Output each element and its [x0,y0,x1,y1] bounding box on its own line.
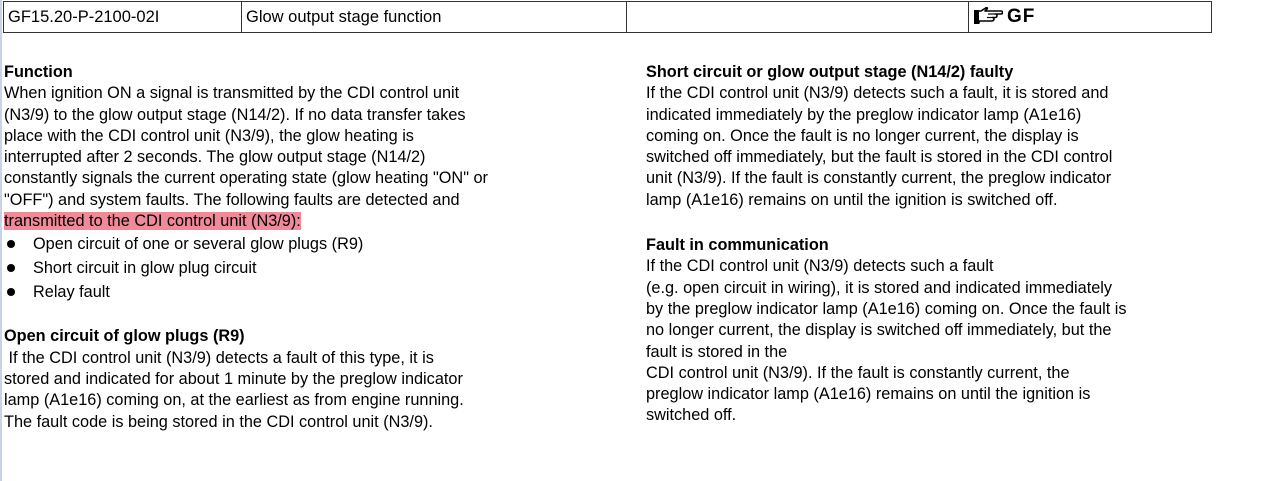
short-circuit-line: switched off immediately, but the fault … [646,148,1113,167]
function-line: When ignition ON a signal is transmitted… [4,84,460,103]
communication-line: preglow indicator lamp (A1e16) remains o… [646,385,1091,404]
open-circuit-line: stored and indicated for about 1 minute … [4,369,463,388]
communication-line: CDI control unit (N3/9). If the fault is… [646,363,1070,382]
bullet-icon [7,240,15,249]
communication-line: (e.g. open circuit in wiring), it is sto… [646,278,1113,297]
list-item: Open circuit of one or several glow plug… [4,232,604,256]
communication-line: by the preglow indicator lamp (A1e16) co… [646,299,1127,318]
short-circuit-line: coming on. Once the fault is no longer c… [646,126,1079,145]
function-heading: Function [4,63,73,81]
doc-title-cell: Glow output stage function [241,1,627,33]
communication-line: fault is stored in the [646,342,788,361]
right-column: Short circuit or glow output stage (N14/… [646,62,1206,427]
ref-label: GF [1007,6,1036,27]
left-edge-rule [0,0,2,481]
list-item: Relay fault [4,280,604,304]
function-line: "OFF") and system faults. The following … [4,190,460,209]
communication-line: no longer current, the display is switch… [646,321,1112,340]
communication-line: switched off. [646,406,737,425]
short-circuit-heading: Short circuit or glow output stage (N14/… [646,63,1014,81]
open-circuit-line: If the CDI control unit (N3/9) detects a… [4,348,434,367]
document-header-table: GF15.20-P-2100-02I Glow output stage fun… [3,1,1212,33]
open-circuit-line: lamp (A1e16) coming on, at the earliest … [4,391,464,410]
highlighted-text: transmitted to the CDI control unit (N3/… [4,212,301,231]
function-line: constantly signals the current operating… [4,169,488,188]
list-item-text: Relay fault [33,282,110,301]
doc-id-cell: GF15.20-P-2100-02I [3,1,242,33]
list-item-text: Open circuit of one or several glow plug… [33,234,364,253]
function-line: interrupted after 2 seconds. The glow ou… [4,148,426,167]
function-line: (N3/9) to the glow output stage (N14/2).… [4,105,466,124]
short-circuit-line: unit (N3/9). If the fault is constantly … [646,169,1112,188]
left-column: Function When ignition ON a signal is tr… [4,62,604,433]
open-circuit-heading: Open circuit of glow plugs (R9) [4,327,245,346]
short-circuit-line: indicated immediately by the preglow ind… [646,105,1082,124]
bullet-icon [7,264,15,273]
list-item-text: Short circuit in glow plug circuit [33,258,257,277]
empty-header-cell [626,1,969,33]
short-circuit-line: If the CDI control unit (N3/9) detects s… [646,84,1109,103]
short-circuit-line: lamp (A1e16) remains on until the igniti… [646,190,1058,209]
function-line: place with the CDI control unit (N3/9), … [4,126,414,145]
pointing-hand-icon [974,7,1003,24]
open-circuit-line: The fault code is being stored in the CD… [4,412,433,431]
communication-heading: Fault in communication [646,236,829,255]
list-item: Short circuit in glow plug circuit [4,256,604,280]
communication-line: If the CDI control unit (N3/9) detects s… [646,257,994,276]
bullet-icon [7,288,15,297]
ref-link-cell[interactable]: GF [968,1,1212,33]
